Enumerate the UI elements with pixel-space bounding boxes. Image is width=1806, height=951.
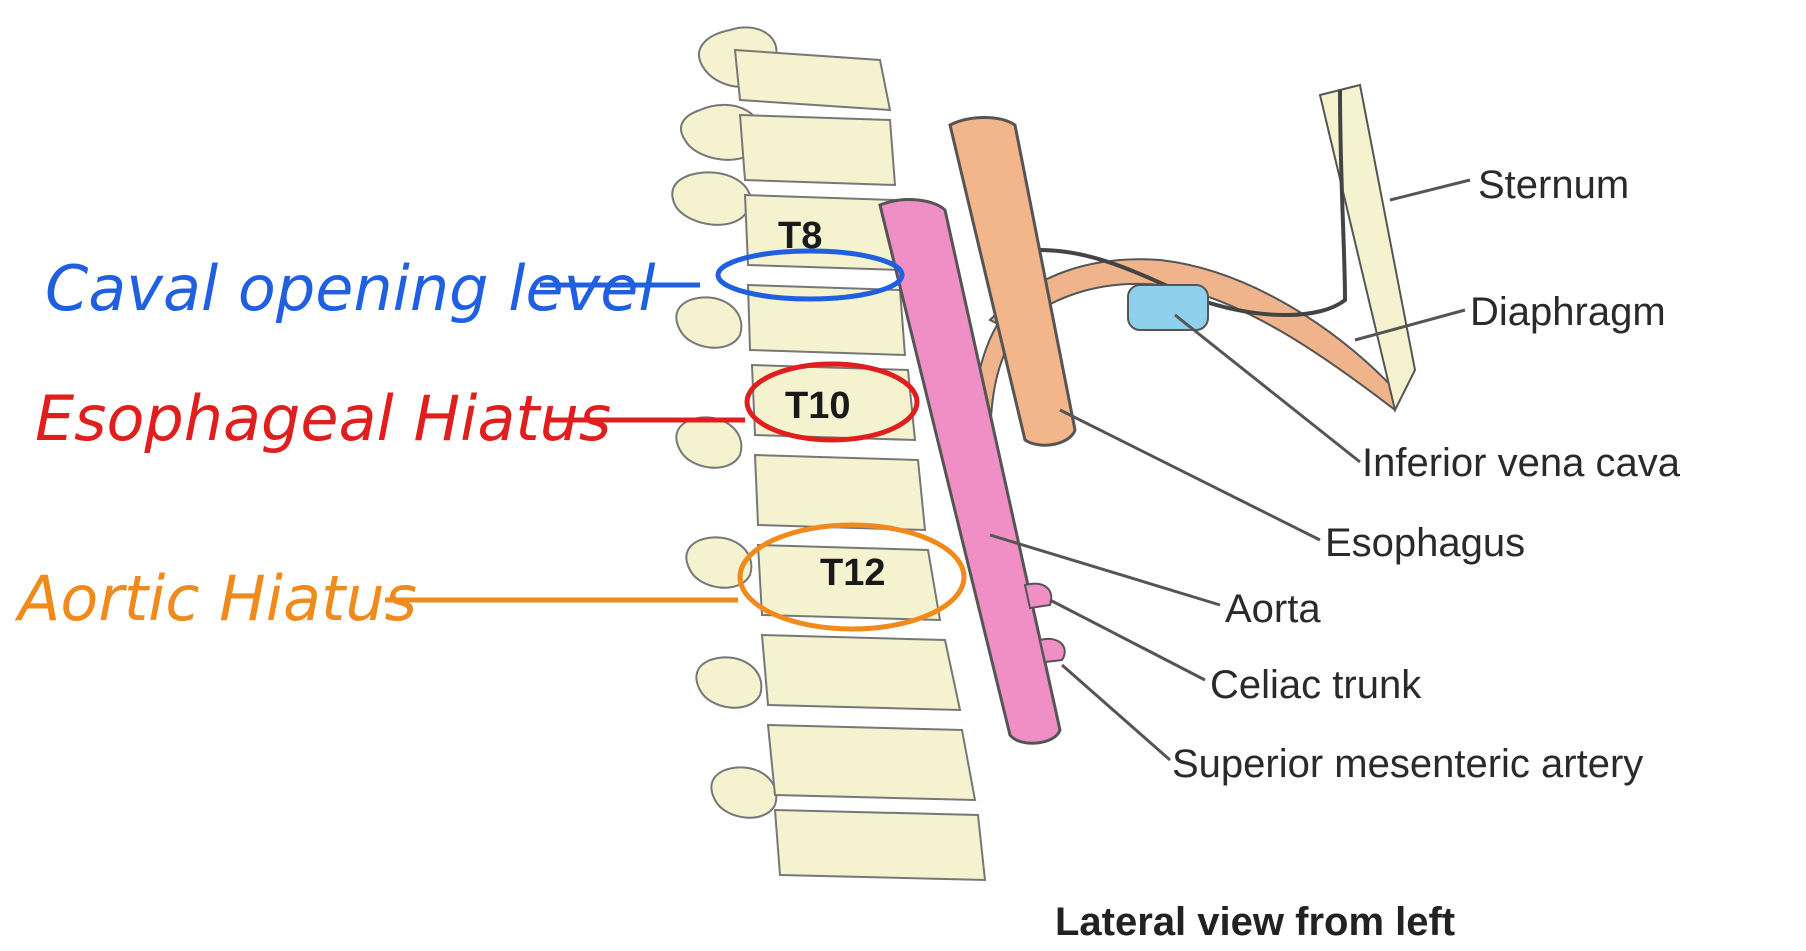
celiac-trunk-shape xyxy=(1025,584,1051,608)
leader-sternum xyxy=(1390,180,1470,200)
label-inferior-vena-cava: Inferior vena cava xyxy=(1362,441,1681,485)
label-sternum: Sternum xyxy=(1478,163,1629,207)
leader-esophagus xyxy=(1060,410,1320,540)
sma-shape xyxy=(1040,639,1065,662)
label-diaphragm: Diaphragm xyxy=(1470,290,1666,334)
vertebra-label-t12: T12 xyxy=(820,552,885,594)
annotation-caval-text: Caval opening level xyxy=(45,252,656,325)
vertebral-column: T8 T10 T12 xyxy=(672,27,985,880)
label-esophagus: Esophagus xyxy=(1325,521,1525,565)
label-aorta: Aorta xyxy=(1225,587,1321,631)
label-celiac-trunk: Celiac trunk xyxy=(1210,663,1422,707)
annotation-esophageal-text: Esophageal Hiatus xyxy=(35,382,611,455)
ivc-shape xyxy=(1128,285,1208,330)
label-superior-mesenteric-artery: Superior mesenteric artery xyxy=(1172,742,1643,786)
leader-sma xyxy=(1062,665,1170,760)
vertebra-label-t10: T10 xyxy=(785,385,850,427)
caption-lateral-view: Lateral view from left xyxy=(1055,900,1455,944)
leader-celiac xyxy=(1050,600,1205,680)
annotation-aortic-text: Aortic Hiatus xyxy=(14,562,417,635)
